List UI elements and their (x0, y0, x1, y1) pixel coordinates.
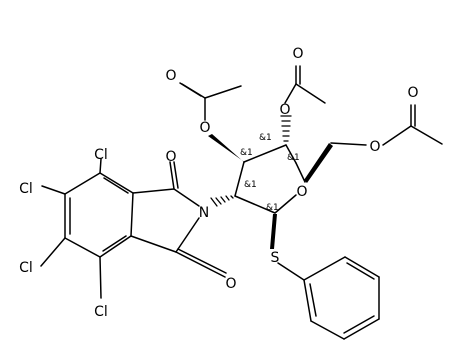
thiophenyl (277, 256, 380, 340)
atom-cl-3: Cl (19, 260, 33, 276)
atom-o-ester-c6: O (369, 139, 380, 155)
wedge-bond-c5-ch2 (304, 143, 333, 183)
atom-s-thio: S (271, 250, 280, 266)
atom-o-carbonyl-c6: O (407, 85, 418, 101)
hashed-bond-c4-o (280, 115, 292, 142)
atom-o-ester-c4: O (279, 102, 290, 118)
atom-o-imide-bottom: O (225, 276, 236, 292)
atom-o-ring: O (296, 184, 307, 200)
atom-cl-2: Cl (19, 181, 33, 197)
atom-n-imide: N (199, 205, 209, 221)
acetate-c3 (179, 82, 242, 121)
atom-o-carbonyl-c4: O (292, 46, 303, 62)
atom-o-carbonyl-c3: O (165, 68, 176, 84)
stereo-label-c3: &1 (240, 148, 253, 158)
wedge-bond-c3-o (208, 134, 245, 163)
stereo-label-c2: &1 (244, 180, 257, 190)
stereo-label-c4: &1 (259, 133, 272, 143)
atom-cl-4: Cl (94, 304, 108, 320)
phthalimide (40, 158, 227, 299)
atom-o-ester-c3: O (199, 120, 210, 136)
stereo-label-c1: &1 (266, 203, 279, 213)
acetate-c6 (330, 104, 443, 146)
acetate-c4 (284, 65, 326, 104)
stereo-label-c5: &1 (287, 153, 300, 163)
pyranose-ring (234, 144, 306, 214)
atom-o-imide-top: O (165, 149, 176, 165)
atom-cl-1: Cl (94, 147, 108, 163)
hashed-bond-c2-n (210, 195, 234, 207)
wedge-bond-c1-s (270, 214, 277, 249)
